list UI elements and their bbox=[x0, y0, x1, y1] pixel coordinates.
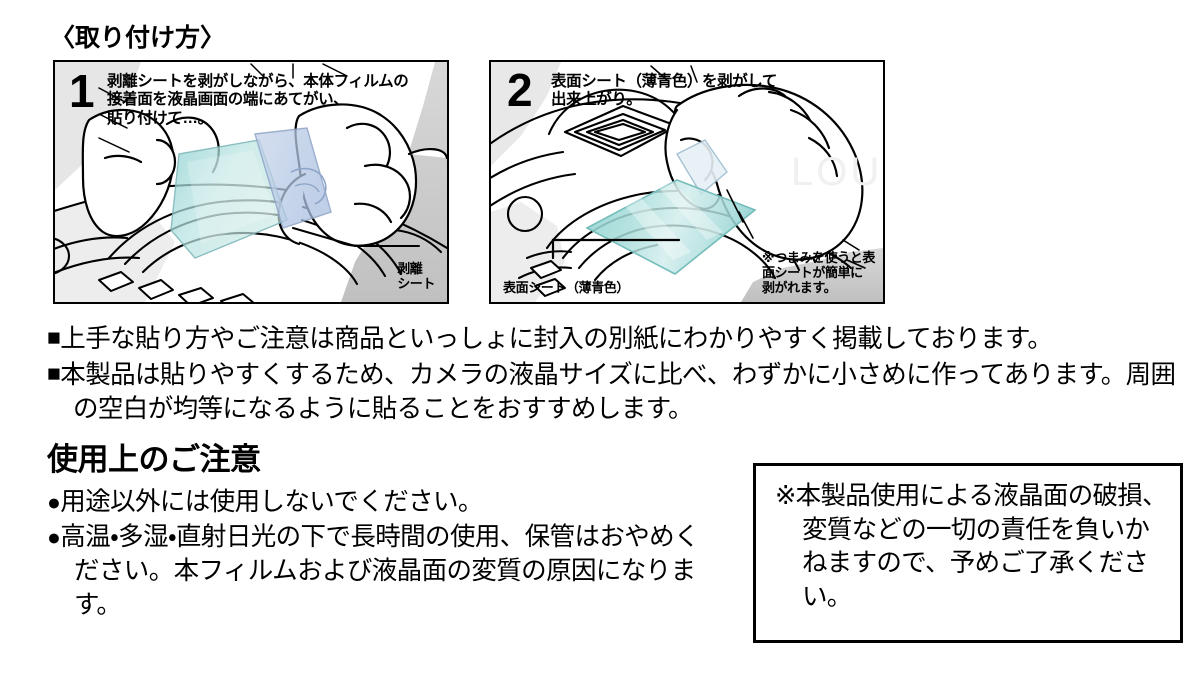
caution-notes-list: ●用途以外には使用しないでください。 ●高温・多湿・直射日光の下で長時間の使用、… bbox=[47, 486, 707, 624]
label-tab-usage-note: ※つまみを使うと表 面シートが簡単に 剥がれます。 bbox=[761, 250, 875, 296]
step-number-2: 2 bbox=[507, 64, 533, 116]
disclaimer-box: ※本製品使用による液晶面の破損、変質などの一切の責任を負いかねますので、予めご了… bbox=[753, 463, 1183, 643]
note-item: ■上手な貼り方やご注意は商品といっしょに封入の別紙にわかりやすく掲載しております… bbox=[47, 322, 1187, 357]
square-bullet-icon: ■ bbox=[47, 359, 61, 386]
label-surface-sheet: 表面シート（薄青色） bbox=[503, 280, 630, 296]
page-title: 〈取り付け方〉 bbox=[50, 24, 226, 52]
note-text: 上手な貼り方やご注意は商品といっしょに封入の別紙にわかりやすく掲載しております。 bbox=[60, 325, 1053, 353]
circle-bullet-icon: ● bbox=[47, 489, 61, 515]
step-1-caption: 剥離シートを剥がしながら、本体フィルムの 接着面を液晶画面の端にあてがい、 貼り… bbox=[107, 73, 409, 127]
panel-2-artwork: LOUPE STUDIO 2 表面シート（薄青色）を剥がして 出来上がり。 表面… bbox=[491, 62, 883, 302]
disclaimer-text: ※本製品使用による液晶面の破損、変質などの一切の責任を負いかねますので、予めご了… bbox=[775, 482, 1168, 611]
step-2-caption: 表面シート（薄青色）を剥がして 出来上がり。 bbox=[551, 73, 778, 109]
label-release-sheet: 剥離 シート bbox=[397, 261, 435, 292]
instruction-panel-step-2: LOUPE STUDIO 2 表面シート（薄青色）を剥がして 出来上がり。 表面… bbox=[489, 60, 885, 304]
instruction-panels: 1 剥離シートを剥がしながら、本体フィルムの 接着面を液晶画面の端にあてがい、 … bbox=[53, 60, 1153, 304]
camera-surface-sheet-peel-illustration bbox=[491, 62, 883, 302]
panel-1-artwork: 1 剥離シートを剥がしながら、本体フィルムの 接着面を液晶画面の端にあてがい、 … bbox=[55, 62, 447, 302]
square-bullet-icon: ■ bbox=[47, 324, 61, 350]
circle-bullet-icon: ● bbox=[47, 523, 61, 550]
caution-item: ●用途以外には使用しないでください。 bbox=[47, 486, 707, 520]
general-notes-list: ■上手な貼り方やご注意は商品といっしょに封入の別紙にわかりやすく掲載しております… bbox=[47, 322, 1187, 428]
instruction-panel-step-1: 1 剥離シートを剥がしながら、本体フィルムの 接着面を液晶画面の端にあてがい、 … bbox=[53, 60, 449, 304]
caution-text: 高温・多湿・直射日光の下で長時間の使用、保管はおやめください。本フィルムおよび液… bbox=[60, 522, 699, 619]
caution-text: 用途以外には使用しないでください。 bbox=[60, 488, 483, 516]
note-item: ■本製品は貼りやすくするため、カメラの液晶サイズに比べ、わずかに小さめに作ってあ… bbox=[47, 358, 1187, 427]
caution-item: ●高温・多湿・直射日光の下で長時間の使用、保管はおやめください。本フィルムおよび… bbox=[47, 521, 707, 623]
step-number-1: 1 bbox=[69, 65, 95, 117]
caution-section-heading: 使用上のご注意 bbox=[47, 442, 261, 477]
camera-film-application-illustration bbox=[55, 62, 447, 302]
note-text: 本製品は貼りやすくするため、カメラの液晶サイズに比べ、わずかに小さめに作ってあり… bbox=[60, 360, 1176, 423]
